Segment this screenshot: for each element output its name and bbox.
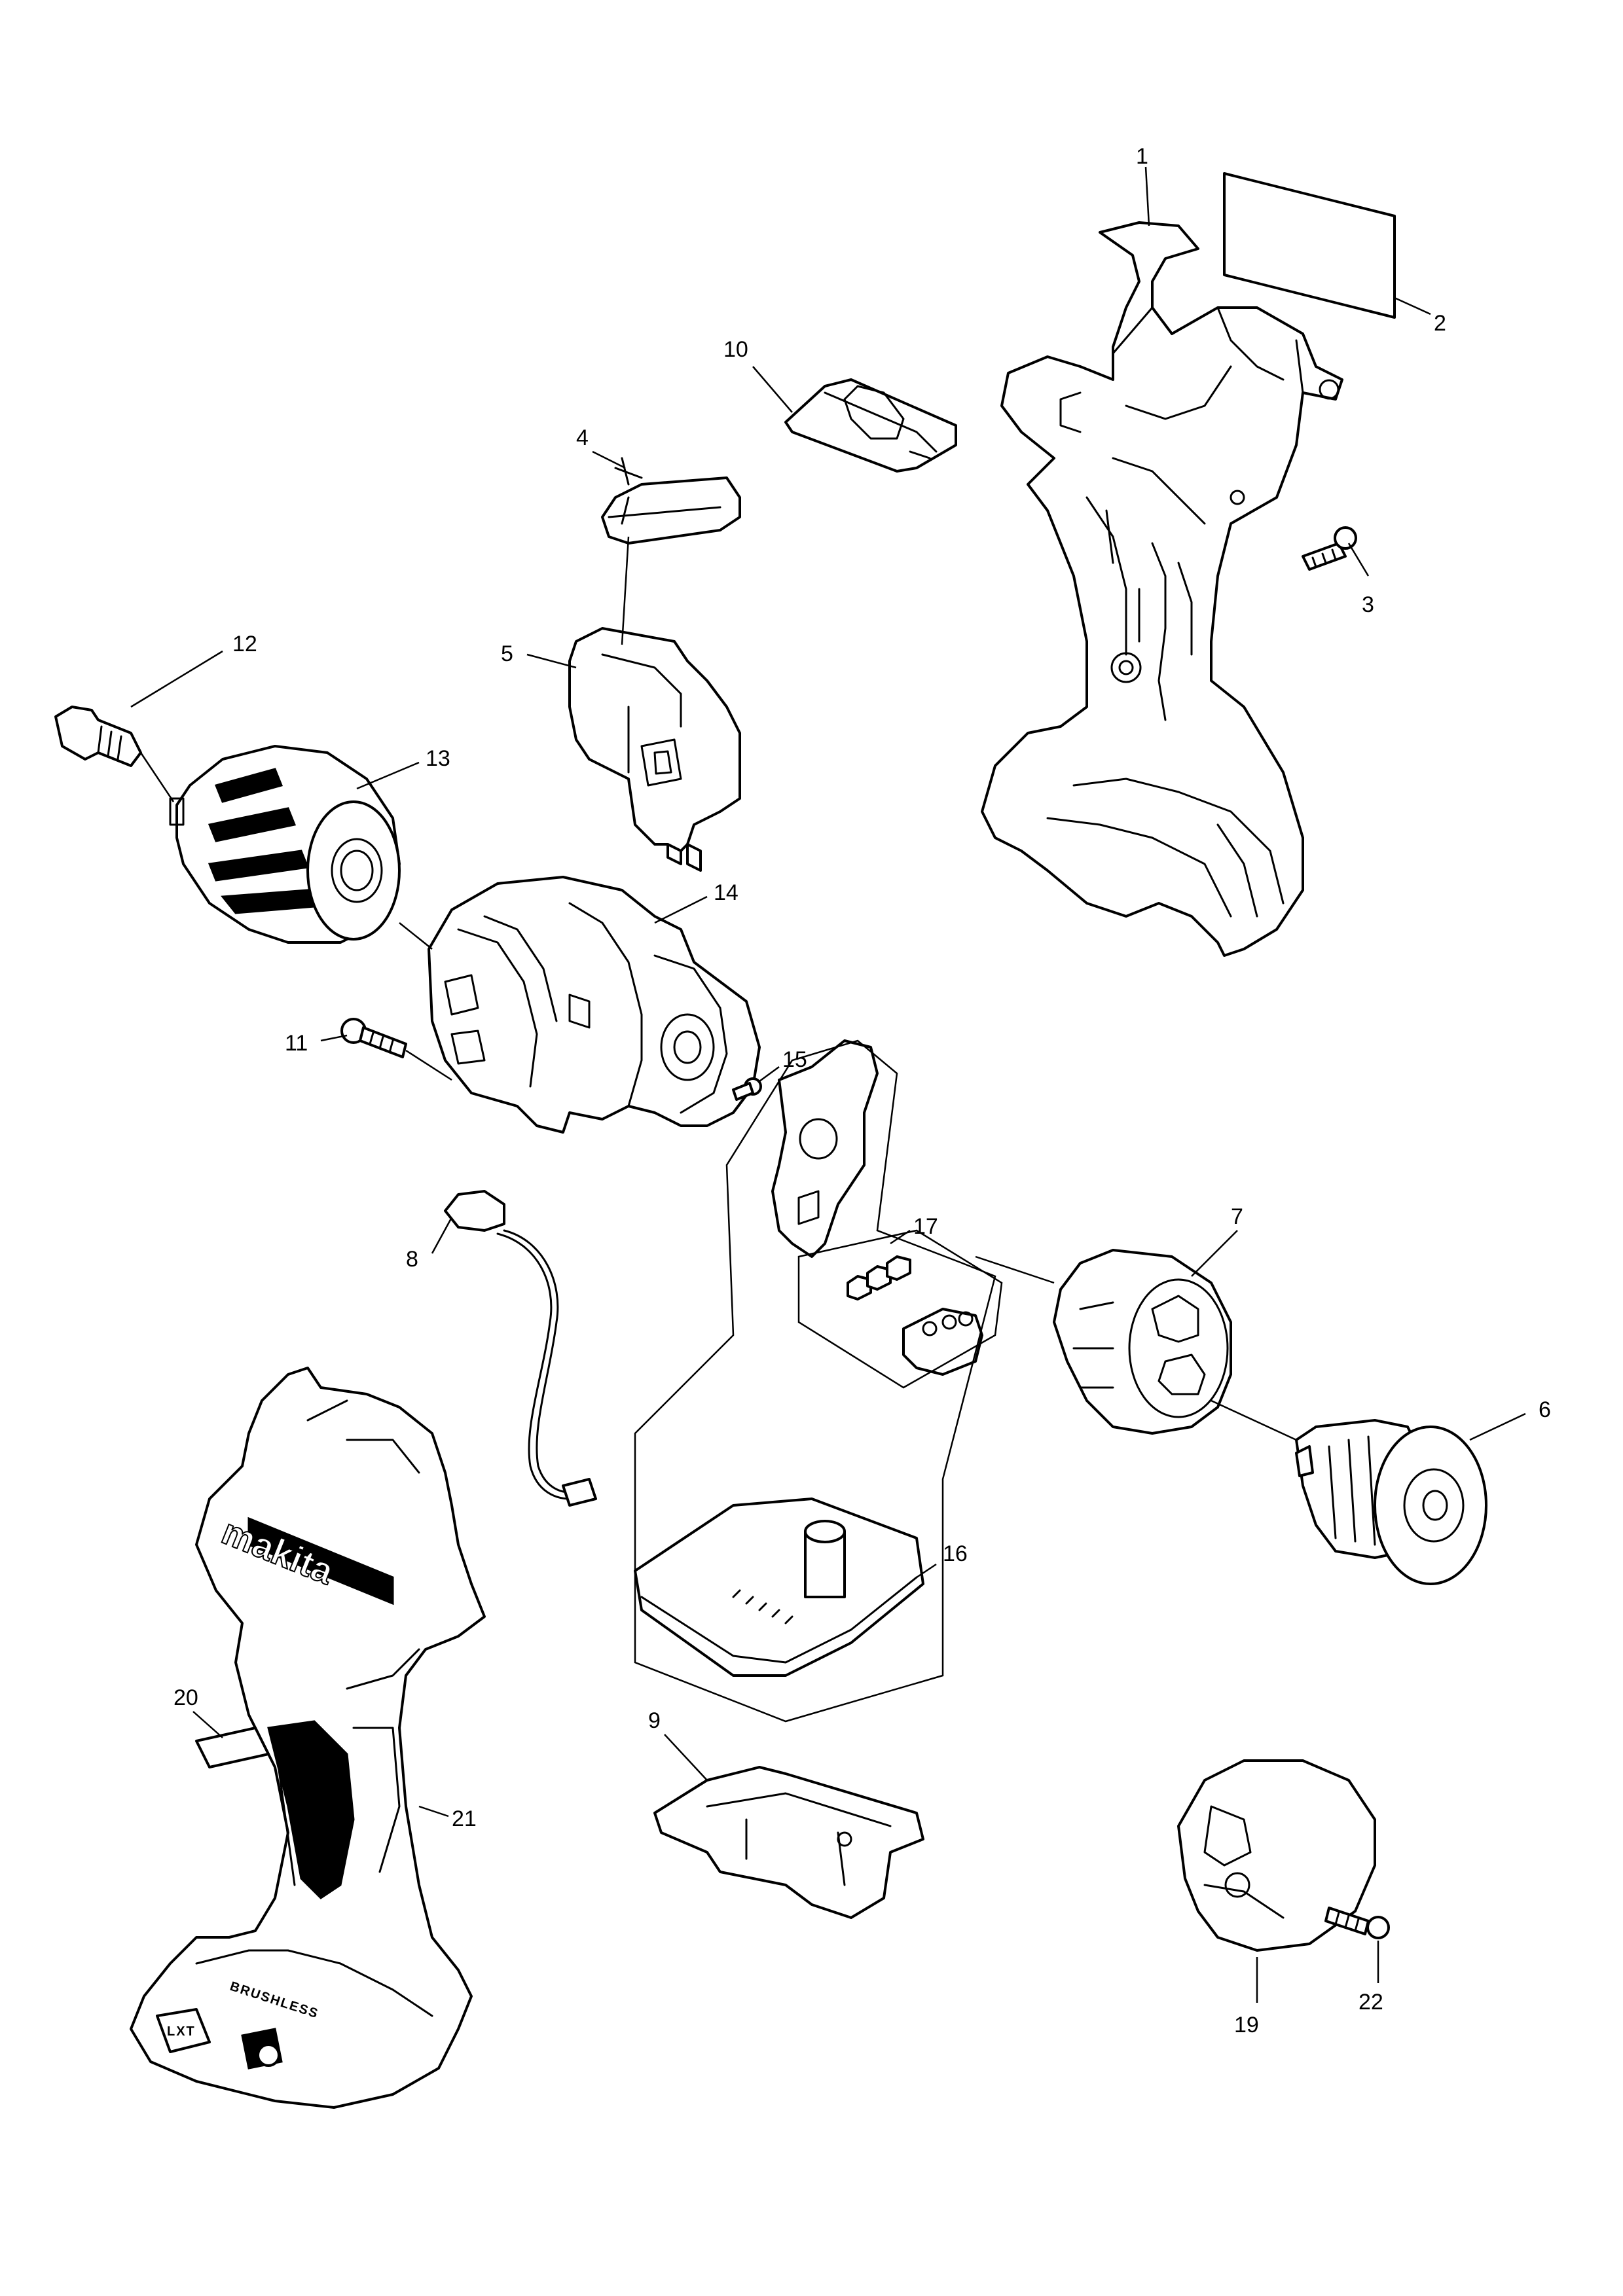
part-17-nuts — [847, 1255, 911, 1300]
part-10-reversing-lever — [784, 378, 957, 473]
part-15-screw — [732, 1077, 762, 1101]
label-21: 21 — [452, 1806, 477, 1831]
part-2-label-strip — [1223, 172, 1396, 319]
part-21-housing-left: makita BRUSHLESS LXT — [130, 1367, 486, 2109]
part-4-trigger — [601, 457, 741, 545]
label-7: 7 — [1231, 1204, 1243, 1229]
label-20: 20 — [173, 1685, 198, 1710]
label-9: 9 — [648, 1708, 661, 1733]
leader-lines — [130, 166, 1526, 2003]
part-3-screw — [1302, 526, 1357, 571]
part-12-chuck-bolt — [54, 706, 142, 767]
label-16: 16 — [943, 1541, 968, 1566]
label-8: 8 — [406, 1247, 418, 1272]
label-11: 11 — [285, 1031, 308, 1056]
label-15: 15 — [782, 1047, 807, 1072]
label-4: 4 — [576, 425, 589, 450]
part-22-screw — [1324, 1907, 1390, 1939]
label-5: 5 — [501, 641, 513, 666]
label-3: 3 — [1362, 592, 1374, 617]
part-13-drill-chuck — [169, 745, 401, 944]
part-8-lead-wire — [444, 1190, 597, 1507]
part-11-screw — [340, 1018, 407, 1058]
terminal-block — [902, 1308, 983, 1376]
part-20-label — [195, 1727, 270, 1768]
part-1-housing-right — [981, 221, 1343, 957]
label-12: 12 — [232, 632, 257, 656]
label-22: 22 — [1359, 1990, 1383, 2015]
label-2: 2 — [1434, 311, 1446, 336]
label-17: 17 — [913, 1214, 938, 1239]
part-19-rear-cover — [1177, 1759, 1376, 1952]
part-16-controller — [634, 1498, 924, 1677]
part-6-rotor — [1295, 1419, 1487, 1585]
label-19: 19 — [1234, 2013, 1259, 2037]
part-7-stator — [1053, 1249, 1232, 1435]
label-10: 10 — [723, 337, 748, 362]
label-1: 1 — [1136, 144, 1148, 169]
assembly-group-outline — [634, 1039, 1003, 1723]
part-5-switch — [568, 627, 741, 872]
lxt-badge: LXT — [167, 2024, 196, 2039]
label-14: 14 — [714, 880, 739, 905]
part-number-labels: 1 2 3 4 5 6 7 8 9 10 11 12 13 14 15 16 1… — [173, 144, 1551, 2037]
part-9-battery-terminal — [653, 1766, 924, 1919]
label-13: 13 — [426, 746, 450, 771]
label-6: 6 — [1539, 1397, 1551, 1422]
part-17-sensor-plate — [771, 1039, 879, 1258]
part-14-gear-assembly — [428, 876, 761, 1134]
